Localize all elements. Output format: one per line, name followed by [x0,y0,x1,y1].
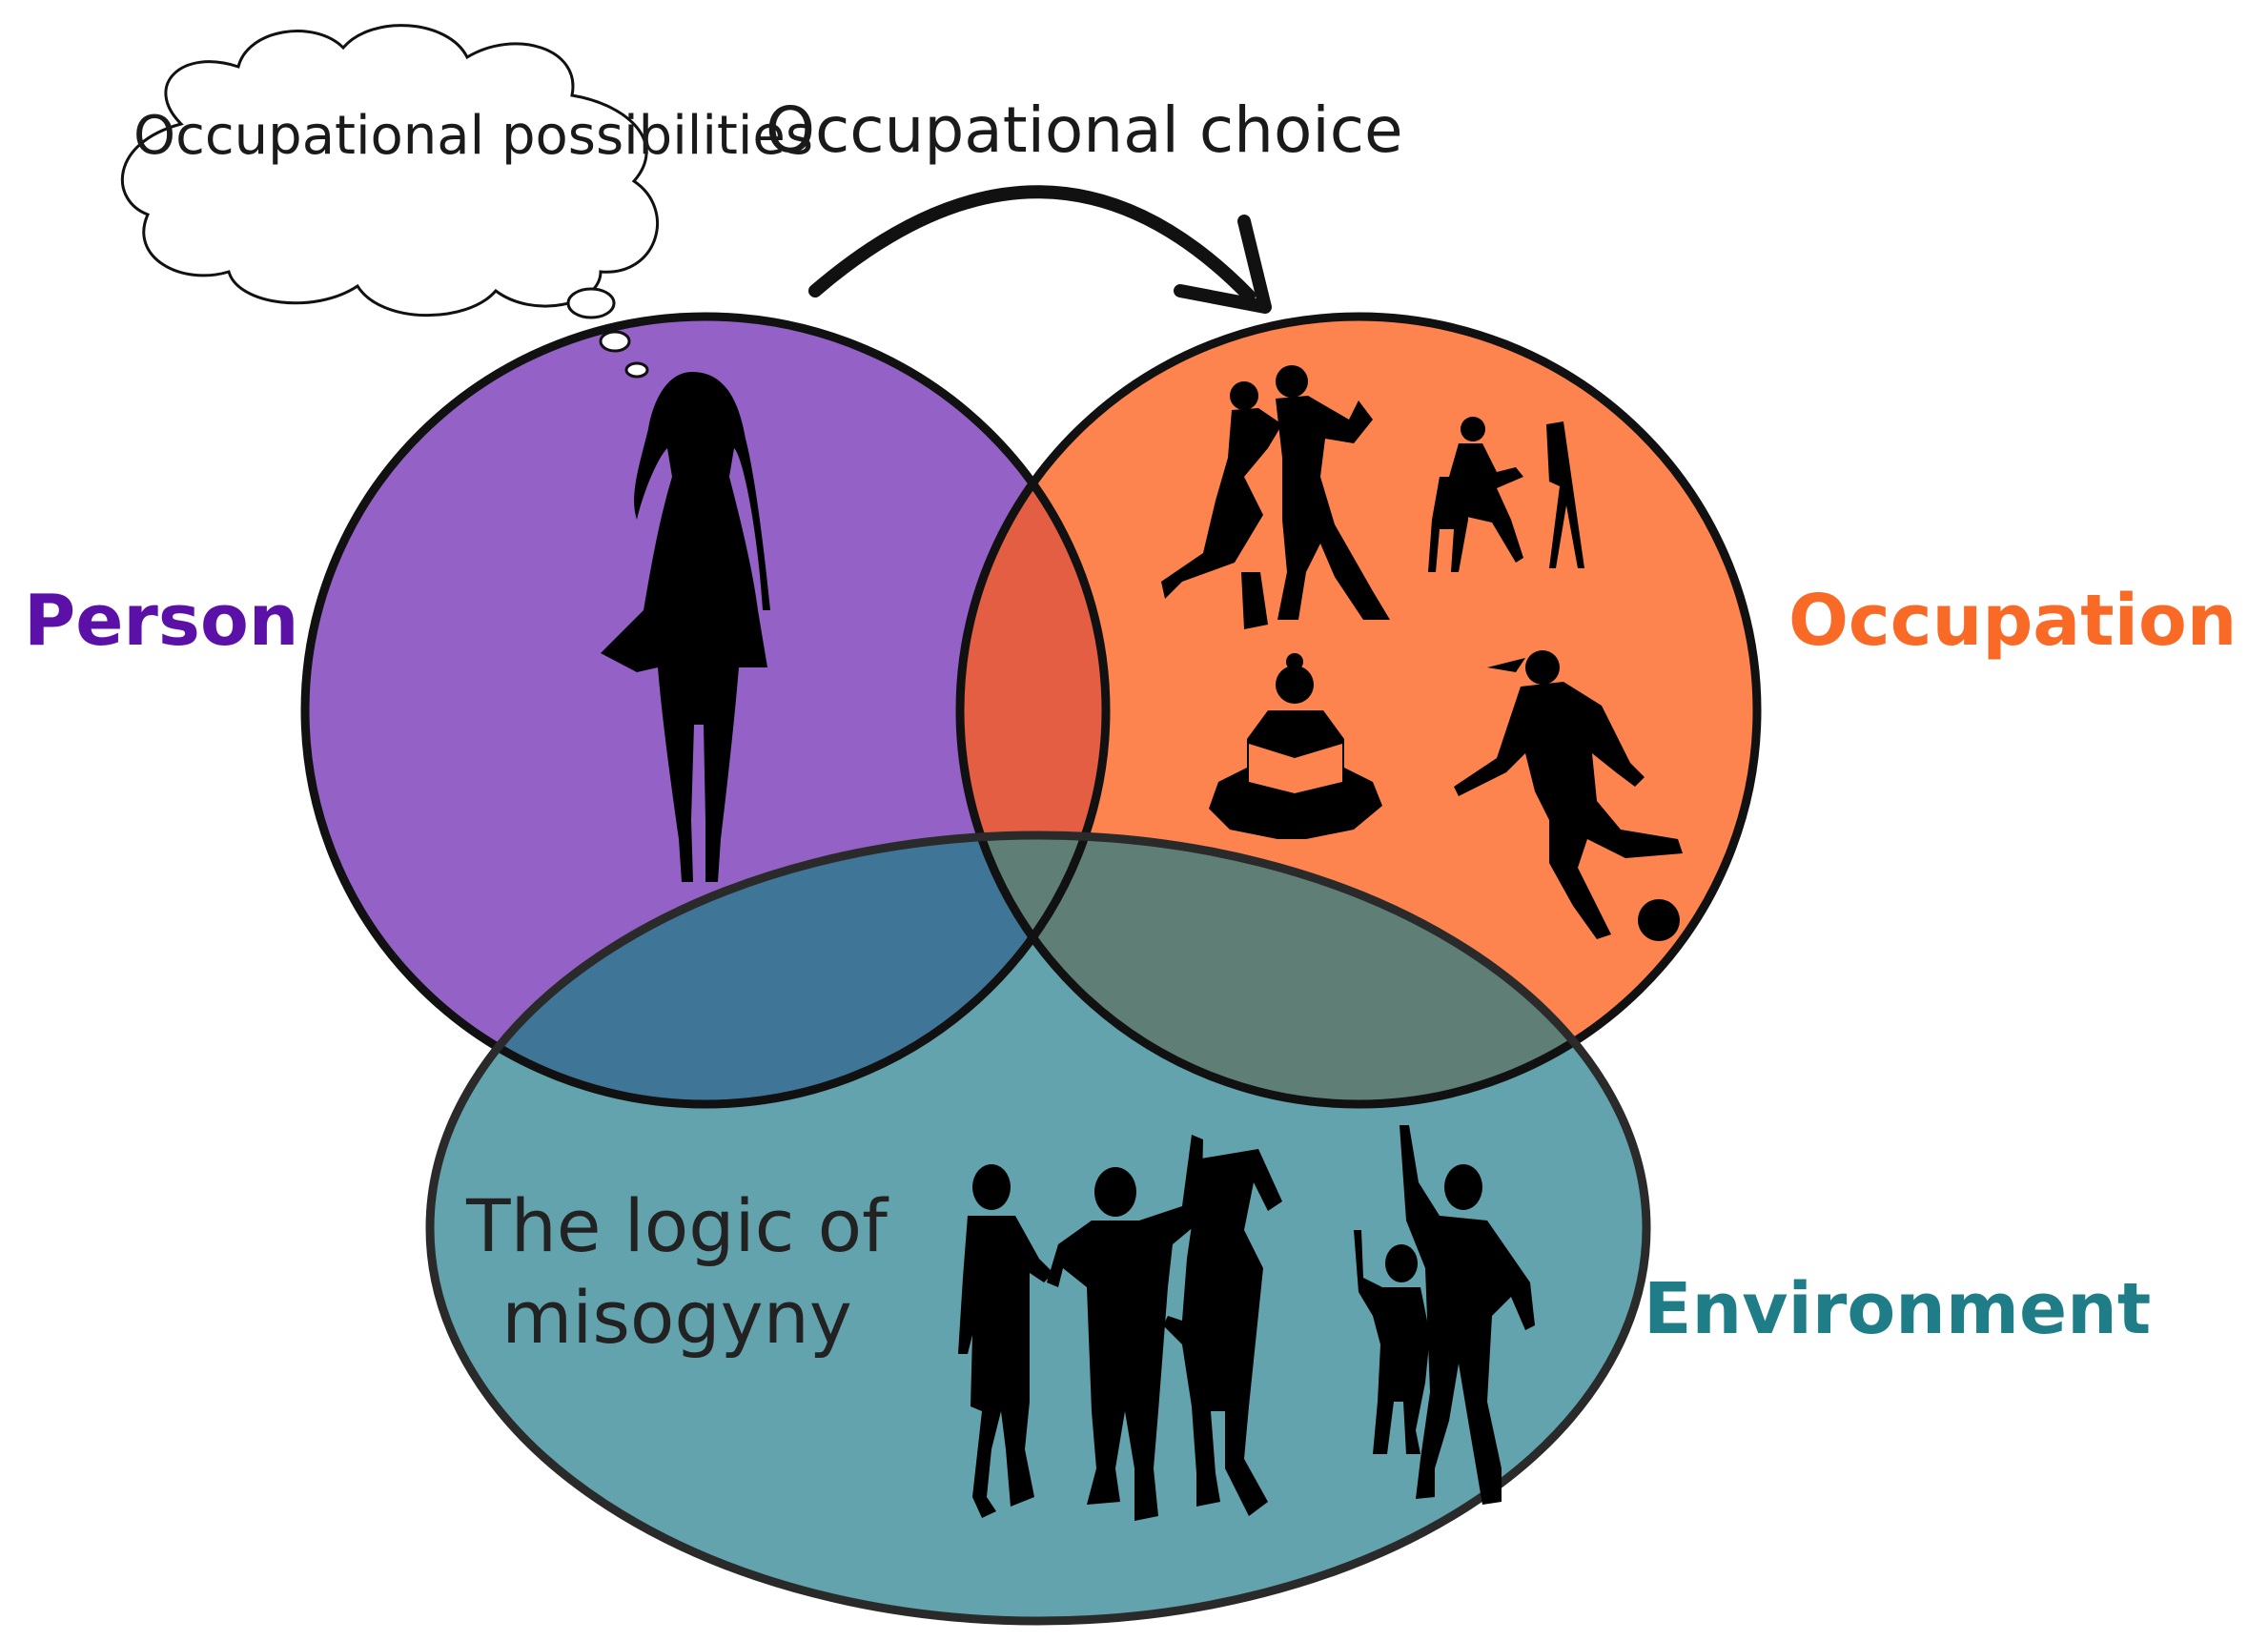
environment-outline [425,831,1651,1626]
environment-label: Environment [1644,1268,2152,1350]
painter-icon [1428,417,1584,572]
soccer-player-icon [1454,650,1683,941]
dancing-couple-icon [1161,365,1390,629]
occupational-possibilities-text: Occupational possibilities [133,105,814,167]
woman-silhouette-icon [601,372,770,882]
reading-woman-icon [1209,653,1382,839]
person-outline [300,312,1111,1109]
occupational-choice-arrow-icon [808,185,1272,314]
thought-cloud-icon [120,24,659,379]
logic-of-misogyny-text: The logic of misogyny [466,1183,888,1360]
group-of-people-icon [958,1125,1535,1521]
occupational-choice-label: Occupational choice [766,93,1403,167]
person-label: Person [24,580,299,662]
occupation-label: Occupation [1788,580,2237,662]
occupation-outline [955,312,1762,1109]
person-environment-overlap [430,835,1106,1104]
occupation-environment-overlap [960,835,1646,1104]
